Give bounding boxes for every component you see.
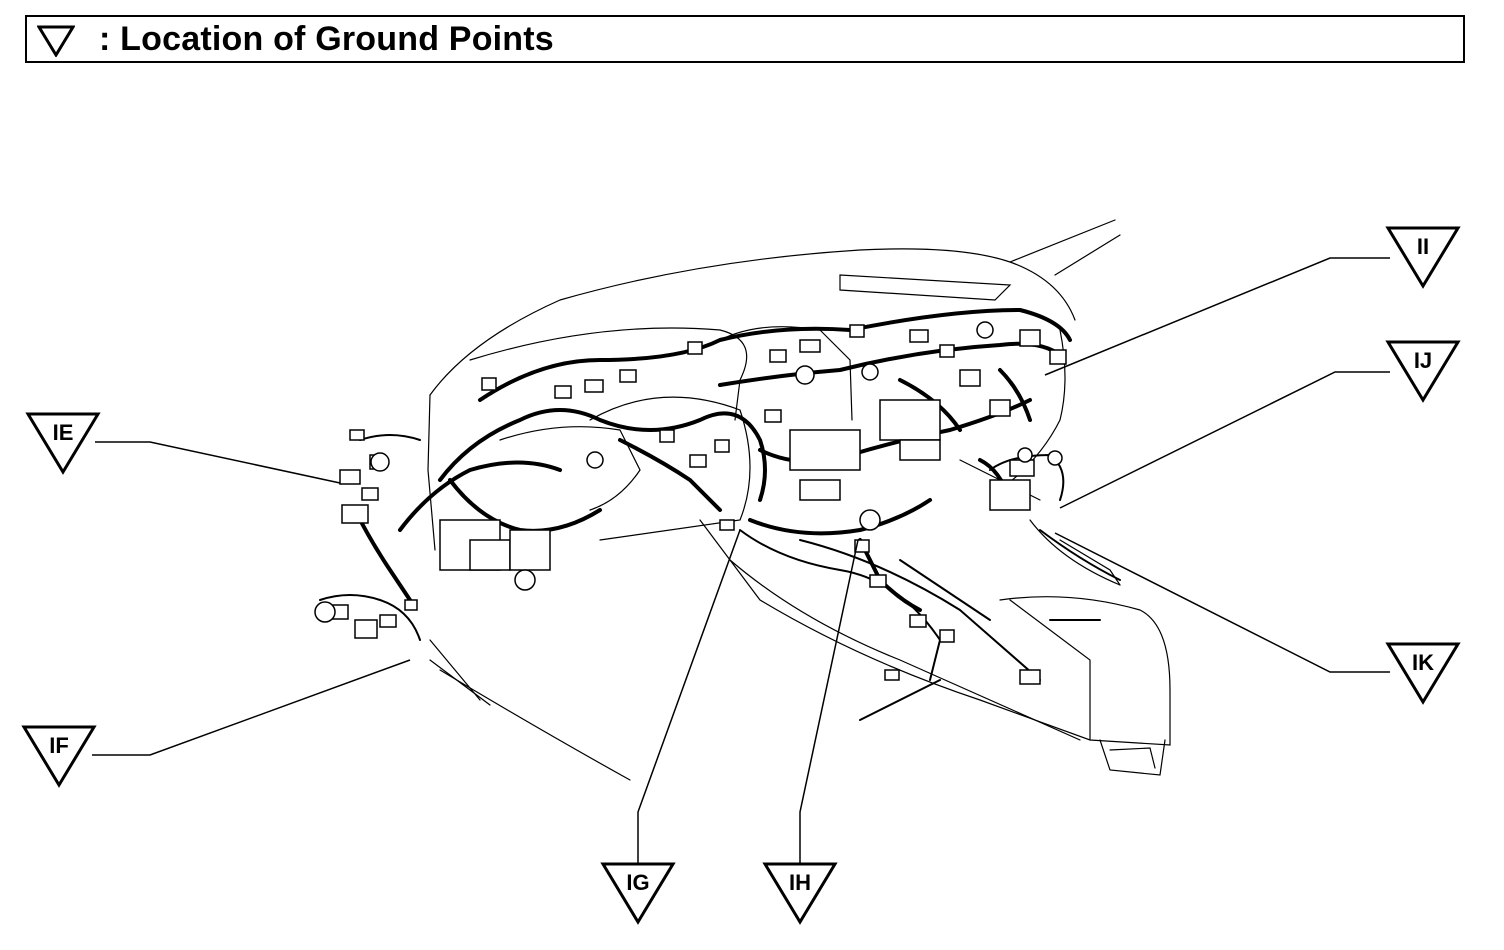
leader-line-IG <box>637 529 741 866</box>
ground-label-IE: IE <box>53 420 74 445</box>
ground-point-II: II <box>1385 226 1461 289</box>
connectors <box>329 324 1067 685</box>
ground-triangle-icon <box>1385 642 1461 705</box>
dashboard-outline <box>427 219 1171 781</box>
ground-triangle-icon <box>762 862 838 925</box>
ground-point-IK: IK <box>1385 642 1461 705</box>
ground-triangle-icon <box>1385 340 1461 403</box>
leader-line-IH <box>799 539 859 866</box>
ground-point-IE: IE <box>25 412 101 475</box>
ground-point-IJ: IJ <box>1385 340 1461 403</box>
ground-point-IG: IG <box>600 862 676 925</box>
ground-label-II: II <box>1417 234 1429 259</box>
leader-lines <box>92 257 1390 866</box>
ground-triangle-icon <box>37 25 75 57</box>
leader-line-IK <box>1054 532 1390 673</box>
ground-label-IG: IG <box>626 870 649 895</box>
leader-line-IJ <box>1059 371 1390 509</box>
title-box: : Location of Ground Points <box>25 15 1465 63</box>
round-components <box>314 321 1063 623</box>
ground-triangle-icon <box>1385 226 1461 289</box>
ground-point-IH: IH <box>762 862 838 925</box>
ground-label-IH: IH <box>789 870 811 895</box>
page-title: : Location of Ground Points <box>99 20 554 58</box>
leader-line-IF <box>92 659 411 756</box>
ground-triangle-icon <box>21 725 97 788</box>
ground-point-IF: IF <box>21 725 97 788</box>
ground-label-IJ: IJ <box>1414 348 1432 373</box>
ground-triangle-icon <box>25 412 101 475</box>
leader-line-IE <box>95 441 341 484</box>
leader-line-II <box>1044 257 1390 376</box>
ground-label-IK: IK <box>1412 650 1434 675</box>
ground-label-IF: IF <box>49 733 69 758</box>
ground-triangle-icon <box>600 862 676 925</box>
